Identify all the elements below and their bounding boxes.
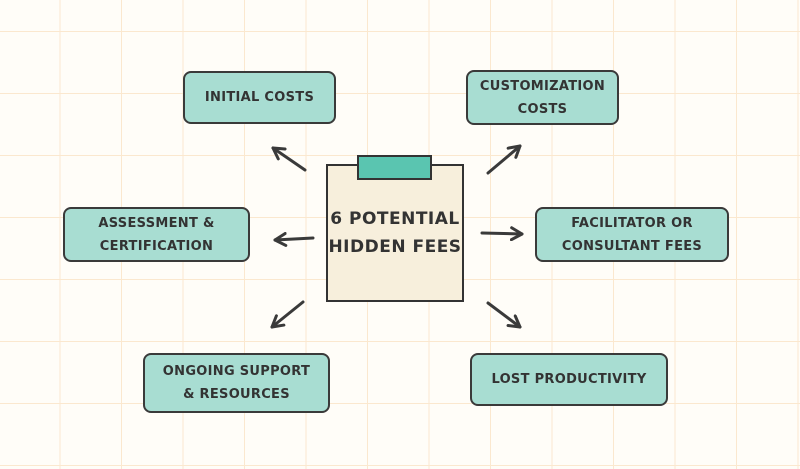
fee-label: FACILITATOR OR CONSULTANT FEES (561, 215, 703, 254)
fee-assessment-certification: ASSESSMENT & CERTIFICATION (63, 207, 250, 262)
fee-label: ONGOING SUPPORT & RESOURCES (162, 364, 311, 402)
fee-ongoing-support: ONGOING SUPPORT & RESOURCES (143, 353, 330, 413)
arrow-lost-productivity (486, 301, 522, 329)
fee-label: CUSTOMIZATION COSTS (479, 78, 606, 117)
arrow-facilitator (480, 226, 524, 242)
fee-initial-costs: INITIAL COSTS (183, 71, 336, 124)
arrow-ongoing-support (270, 300, 305, 329)
center-title: 6 POTENTIAL HIDDEN FEES (328, 209, 462, 257)
fee-lost-productivity: LOST PRODUCTIVITY (470, 353, 668, 406)
arrow-assessment (273, 231, 315, 247)
fee-label: LOST PRODUCTIVITY (491, 372, 647, 387)
clip-tab (357, 155, 432, 180)
fee-customization-costs: CUSTOMIZATION COSTS (466, 70, 619, 125)
arrow-initial-costs (271, 146, 307, 172)
center-note: 6 POTENTIAL HIDDEN FEES (326, 164, 464, 302)
fee-label: ASSESSMENT & CERTIFICATION (98, 215, 215, 254)
fee-facilitator-consultant: FACILITATOR OR CONSULTANT FEES (535, 207, 729, 262)
fee-label: INITIAL COSTS (204, 90, 315, 105)
arrow-customization-costs (486, 144, 522, 175)
